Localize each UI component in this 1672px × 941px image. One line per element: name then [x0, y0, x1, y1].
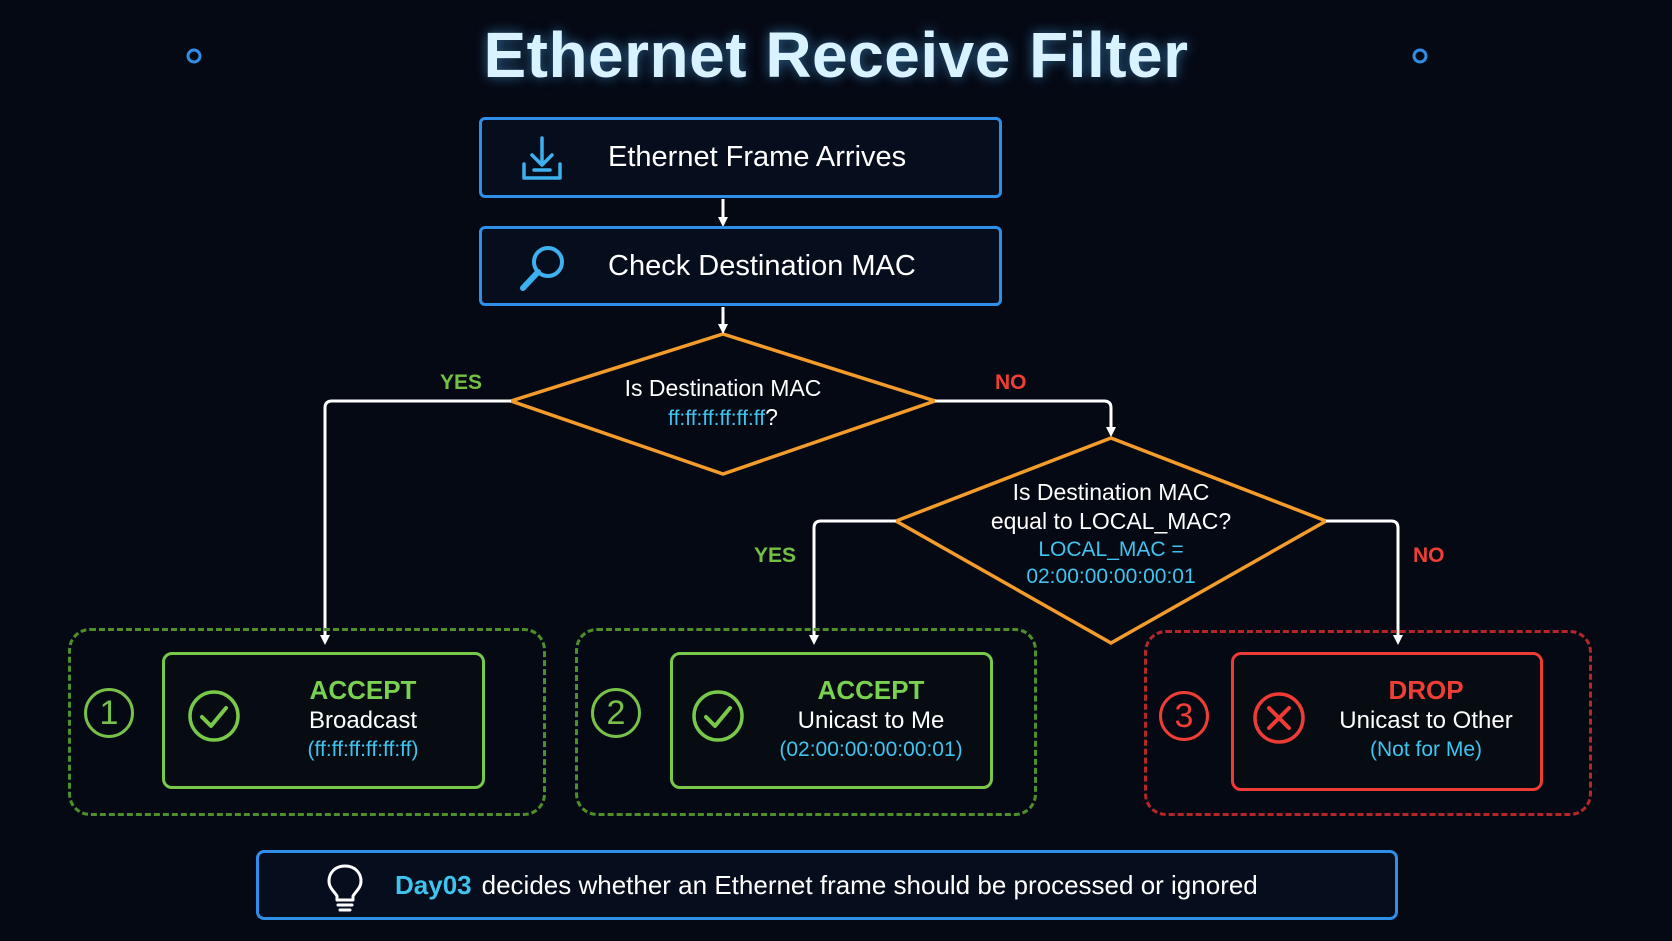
branch-label-broadcast-yes: YES	[440, 371, 483, 394]
outcome-number-2: 2	[591, 688, 641, 738]
outcome-number-3: 3	[1159, 691, 1209, 741]
outcome-box-accept-unicast: ACCEPT Unicast to Me (02:00:00:00:00:01)	[670, 652, 993, 789]
decision-diamond-broadcast	[505, 332, 941, 476]
check-circle-icon	[187, 689, 241, 748]
outcome-box-accept-broadcast: ACCEPT Broadcast (ff:ff:ff:ff:ff:ff)	[162, 652, 485, 789]
branch-label-local-yes: YES	[754, 544, 797, 567]
footer-note-text: Day03 decides whether an Ethernet frame …	[395, 853, 1258, 917]
outcome-3-status: DROP	[1388, 675, 1464, 705]
outcome-3-line2: (Not for Me)	[1369, 738, 1482, 761]
page-title: Ethernet Receive Filter	[483, 19, 1189, 91]
outcome-group-2	[575, 628, 1037, 816]
process-frame-arrives-label: Ethernet Frame Arrives	[608, 141, 907, 173]
arrow-local-no	[1326, 519, 1403, 645]
outcome-1-line1: Broadcast	[308, 707, 418, 734]
decision-local-mac-value: 02:00:00:00:00:01	[1026, 565, 1196, 588]
arrow-broadcast-yes	[320, 399, 511, 645]
footer-note: Day03 decides whether an Ethernet frame …	[256, 850, 1398, 920]
outcome-2-text: ACCEPT Unicast to Me (02:00:00:00:00:01)	[751, 675, 991, 764]
arrow-broadcast-no	[935, 399, 1116, 437]
decision-local-question-1: Is Destination MAC	[1012, 479, 1210, 505]
outcome-number-1: 1	[84, 688, 134, 738]
outcome-2-line1: Unicast to Me	[797, 707, 945, 734]
branch-label-broadcast-no: NO	[995, 371, 1027, 394]
outcome-box-drop: DROP Unicast to Other (Not for Me)	[1231, 652, 1543, 791]
outcome-3-line1: Unicast to Other	[1339, 707, 1513, 734]
decision-broadcast-text: Is Destination MAC ff:ff:ff:ff:ff:ff?	[573, 374, 873, 432]
outcome-1-status: ACCEPT	[309, 675, 417, 705]
decision-local-mac-label: LOCAL_MAC =	[1038, 538, 1184, 561]
decision-broadcast-suffix: ?	[765, 404, 778, 430]
process-check-destination-mac-label: Check Destination MAC	[608, 249, 916, 282]
outcome-3-text: DROP Unicast to Other (Not for Me)	[1312, 675, 1540, 764]
arrow-local-yes	[809, 519, 896, 645]
decision-local-question-2: equal to LOCAL_MAC?	[990, 508, 1232, 534]
download-tray-icon	[516, 134, 568, 189]
outcome-group-1	[68, 628, 546, 816]
title-decoration-right	[1200, 48, 1428, 64]
outcome-2-line2: (02:00:00:00:00:01)	[779, 738, 963, 761]
footer-note-highlight: Day03	[395, 869, 472, 900]
outcome-2-status: ACCEPT	[817, 675, 925, 705]
decision-diamond-local	[891, 436, 1331, 646]
footer-note-body: decides whether an Ethernet frame should…	[481, 869, 1258, 900]
outcome-1-text: ACCEPT Broadcast (ff:ff:ff:ff:ff:ff)	[247, 675, 479, 764]
check-circle-icon	[691, 689, 745, 748]
outcome-1-line2: (ff:ff:ff:ff:ff:ff)	[307, 738, 419, 761]
magnifier-icon	[516, 242, 570, 299]
decision-broadcast-question: Is Destination MAC	[624, 375, 822, 401]
process-check-destination-mac: Check Destination MAC	[479, 226, 1002, 306]
decision-broadcast-mac: ff:ff:ff:ff:ff:ff	[668, 407, 766, 430]
outcome-group-3	[1144, 630, 1592, 816]
decision-local-text: Is Destination MAC equal to LOCAL_MAC? L…	[951, 478, 1271, 590]
process-frame-arrives: Ethernet Frame Arrives	[479, 117, 1002, 198]
title-decoration-left	[186, 48, 430, 64]
branch-label-local-no: NO	[1413, 544, 1445, 567]
x-circle-icon	[1252, 691, 1306, 750]
lightbulb-icon	[325, 863, 365, 918]
